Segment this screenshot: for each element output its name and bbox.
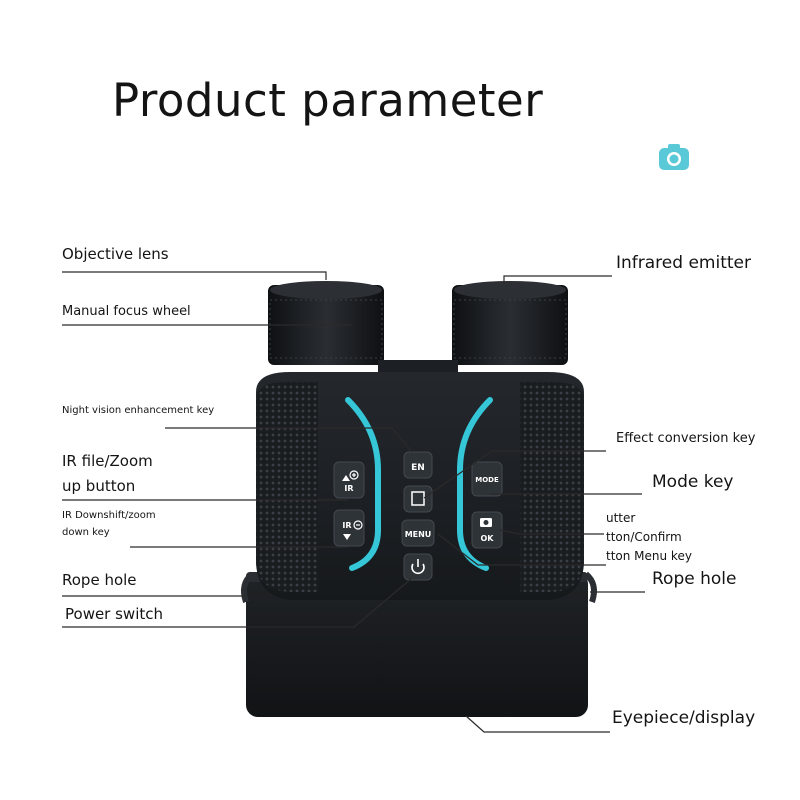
leader-lines [62, 271, 645, 733]
page-title: Product parameter [112, 74, 544, 127]
svg-text:OK: OK [481, 534, 495, 543]
label-rope-hole-left: Rope hole [62, 571, 137, 589]
effect-conversion-button[interactable] [403, 485, 433, 513]
label-rope-hole-right: Rope hole [652, 569, 737, 589]
label-infrared-emitter: Infrared emitter [616, 253, 751, 273]
arrow-down-icon [343, 534, 351, 540]
label-ir-down-line2: down key [62, 527, 110, 538]
camera-icon [659, 144, 689, 170]
en-button[interactable]: EN [403, 451, 433, 479]
objective-lens-right [452, 281, 568, 365]
power-icon [411, 559, 425, 575]
label-ir-down-line1: IR Downshift/zoom [62, 510, 156, 521]
rope-hole-left [241, 571, 255, 603]
label-objective-lens: Objective lens [62, 245, 169, 263]
ir-zoom-down-button[interactable]: IR [333, 509, 365, 547]
label-ir-zoom-up-line2: up button [62, 477, 136, 495]
zoom-out-icon [353, 520, 363, 530]
power-button[interactable] [403, 553, 433, 581]
svg-text:IR: IR [344, 484, 353, 493]
accent-light-left [345, 397, 381, 571]
label-mode-key: Mode key [652, 472, 734, 492]
objective-lens-left [268, 281, 384, 365]
svg-text:EN: EN [411, 463, 425, 473]
menu-button[interactable]: MENU [401, 519, 435, 547]
rope-hole-right [583, 571, 597, 603]
zoom-in-icon [349, 470, 359, 480]
label-shutter-line3: tton Menu key [606, 549, 692, 563]
accent-light-right [457, 397, 493, 571]
label-manual-focus-wheel: Manual focus wheel [62, 304, 191, 319]
svg-text:MODE: MODE [475, 476, 499, 484]
effect-icon [411, 491, 425, 506]
mode-button[interactable]: MODE [471, 461, 503, 497]
label-eyepiece-display: Eyepiece/display [612, 708, 756, 728]
svg-text:IR: IR [342, 521, 351, 530]
arrow-up-icon [342, 475, 350, 481]
svg-text:MENU: MENU [405, 530, 432, 539]
label-night-vision-key: Night vision enhancement key [62, 405, 215, 416]
label-ir-zoom-up-line1: IR file/Zoom [62, 452, 153, 470]
label-effect-conversion-key: Effect conversion key [616, 431, 756, 446]
label-shutter-line1: utter [606, 511, 636, 525]
label-power-switch: Power switch [65, 605, 164, 623]
ir-zoom-up-button[interactable]: IR [333, 461, 365, 499]
shutter-confirm-button[interactable]: OK [471, 511, 503, 549]
label-shutter-line2: tton/Confirm [606, 530, 682, 544]
